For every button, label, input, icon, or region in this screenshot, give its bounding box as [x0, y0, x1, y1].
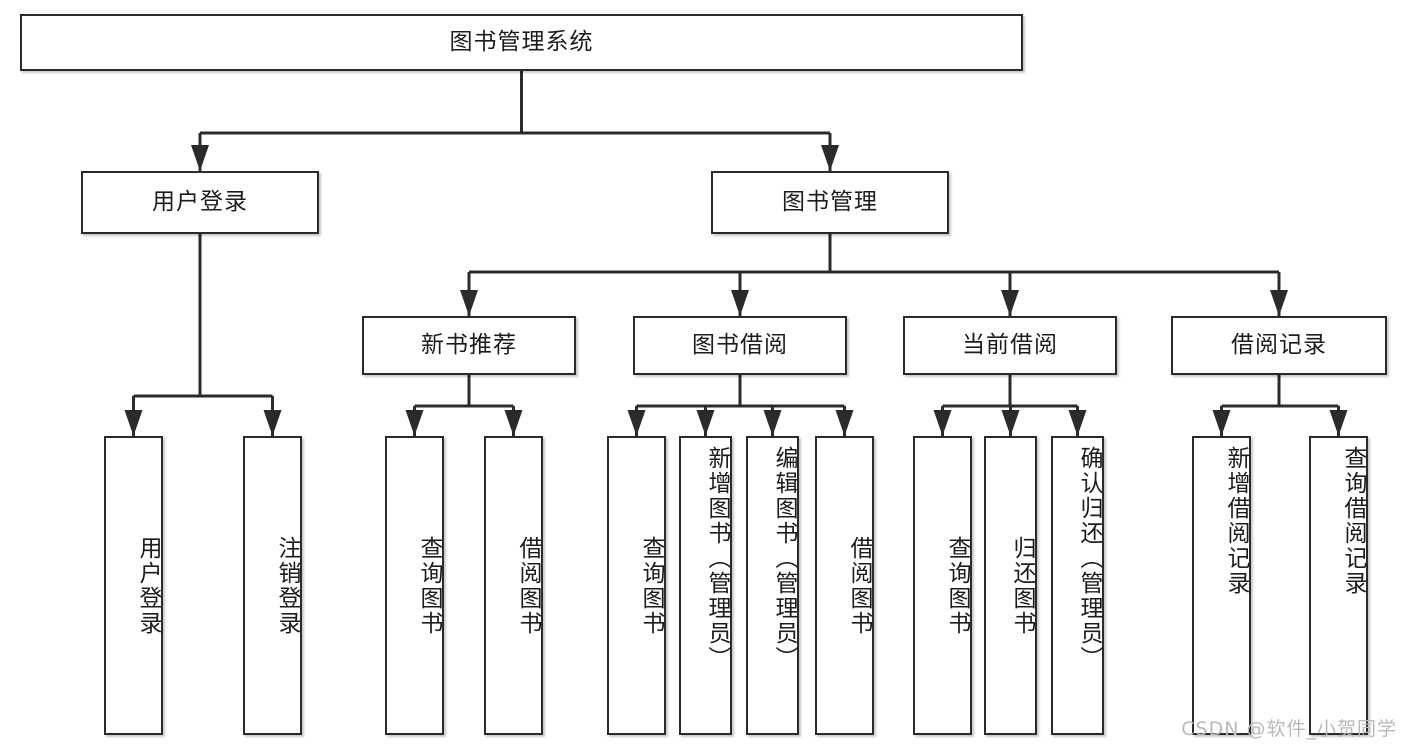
arrowhead-book-borrow: [731, 290, 749, 316]
node-leaf-confirm[interactable]: 确认归还（管理员）: [1051, 436, 1104, 735]
node-leaf-query-2[interactable]: 查询图书: [607, 436, 666, 735]
arrowhead-leaf-query-3: [933, 410, 952, 436]
csdn-watermark: CSDN @软件_小贺同学: [1181, 718, 1397, 740]
arrowhead-leaf-borrow-1: [504, 410, 523, 436]
node-leaf-return[interactable]: 归还图书: [984, 436, 1037, 735]
node-leaf-user-login[interactable]: 用户登录: [104, 436, 163, 735]
arrowhead-leaf-query-1: [405, 410, 424, 436]
arrowhead-leaf-query-2: [627, 410, 646, 436]
arrowhead-book-manage: [821, 145, 839, 171]
node-leaf-edit-book[interactable]: 编辑图书（管理员）: [746, 436, 799, 735]
node-book-manage[interactable]: 图书管理: [711, 171, 949, 234]
arrowhead-leaf-edit-book: [763, 410, 782, 436]
node-leaf-add-book[interactable]: 新增图书（管理员）: [679, 436, 732, 735]
node-user-login[interactable]: 用户登录: [81, 171, 319, 234]
arrowhead-current-borrow: [1001, 290, 1019, 316]
node-book-borrow[interactable]: 图书借阅: [633, 316, 847, 375]
node-leaf-add-rec[interactable]: 新增借阅记录: [1192, 436, 1251, 735]
arrowhead-leaf-user-login: [124, 410, 143, 436]
node-leaf-borrow-1[interactable]: 借阅图书: [484, 436, 543, 735]
arrowhead-leaf-return: [1001, 410, 1020, 436]
arrowhead-leaf-query-rec: [1329, 410, 1348, 436]
node-leaf-borrow-2[interactable]: 借阅图书: [815, 436, 874, 735]
arrowhead-leaf-borrow-2: [835, 410, 854, 436]
node-borrow-record[interactable]: 借阅记录: [1171, 316, 1387, 375]
arrowhead-leaf-add-book: [696, 410, 715, 436]
node-leaf-logout[interactable]: 注销登录: [243, 436, 302, 735]
arrowhead-leaf-add-rec: [1212, 410, 1231, 436]
node-new-book-rec[interactable]: 新书推荐: [362, 316, 576, 375]
node-leaf-query-rec[interactable]: 查询借阅记录: [1309, 436, 1368, 735]
arrowhead-leaf-logout: [263, 410, 282, 436]
arrowhead-user-login: [191, 145, 209, 171]
node-leaf-query-3[interactable]: 查询图书: [913, 436, 972, 735]
arrowhead-borrow-record: [1270, 290, 1288, 316]
node-leaf-query-1[interactable]: 查询图书: [385, 436, 444, 735]
arrowhead-new-book-rec: [460, 290, 478, 316]
node-current-borrow[interactable]: 当前借阅: [903, 316, 1117, 375]
node-root[interactable]: 图书管理系统: [20, 14, 1023, 71]
arrowhead-leaf-confirm: [1068, 410, 1087, 436]
